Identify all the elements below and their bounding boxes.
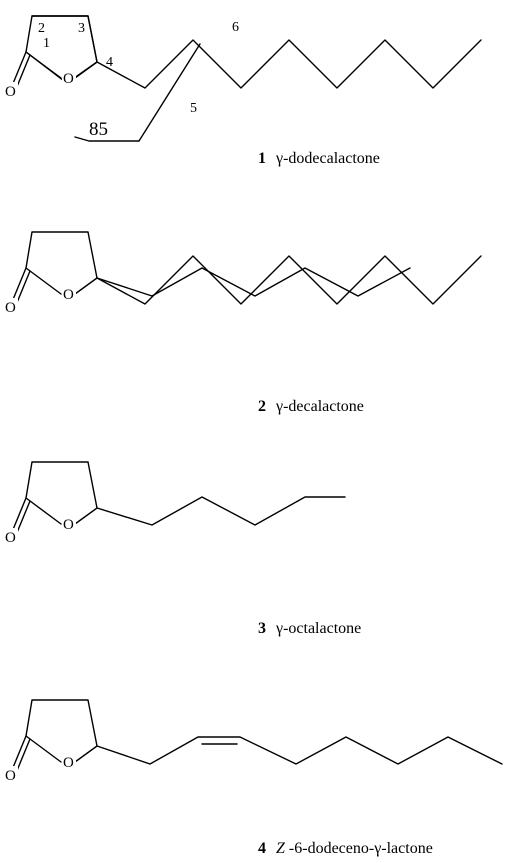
alkyl-chain-visible: [96, 267, 411, 297]
position-1-label: 1: [43, 36, 50, 51]
compound-name: γ-dodecalactone: [275, 150, 380, 167]
ring-bonds: [25, 461, 98, 525]
alkyl-chain: [96, 255, 482, 305]
molecule-4-caption: 4 Z -6-dodeceno-γ-lactone: [258, 840, 433, 857]
position-4-label: 4: [106, 55, 113, 70]
compound-name: -6-dodeceno-γ-lactone: [289, 840, 433, 857]
molecule-3-caption: 3 γ-octalactone: [258, 620, 361, 637]
compound-name: γ-octalactone: [275, 620, 361, 637]
ring-oxygen-label: O: [63, 517, 74, 533]
carbonyl-bond: [11, 497, 27, 533]
position-5-label: 5: [190, 101, 197, 116]
compound-number: 4: [258, 840, 266, 857]
compound-number: 3: [258, 620, 266, 637]
ring-bond: [25, 15, 98, 82]
carbonyl-bond-2: [15, 270, 31, 306]
alkyl-chain: [96, 736, 503, 765]
fragmentation-line: [138, 43, 201, 142]
carbonyl-oxygen-label: O: [5, 768, 16, 784]
ring-oxygen-label: O: [63, 755, 74, 771]
compound-number: 1: [258, 150, 266, 167]
carbonyl-bond-2: [15, 738, 31, 774]
compound-name: γ-decalactone: [275, 398, 364, 415]
position-6-label: 6: [232, 20, 239, 35]
molecule-2: O O 2 γ-decalactone: [4, 231, 482, 415]
ring-oxygen-label: O: [63, 287, 74, 303]
compound-number: 2: [258, 398, 266, 415]
carbonyl-bond: [11, 735, 27, 771]
fragment-mass-label: 85: [89, 119, 108, 140]
carbonyl-bond: [11, 51, 27, 87]
carbonyl-bond: [11, 267, 27, 303]
carbonyl-oxygen-label: O: [5, 300, 16, 316]
position-2-label: 2: [38, 21, 45, 36]
carbonyl-oxygen-label: O: [5, 84, 16, 100]
ring-bonds: [25, 231, 98, 295]
fragment-arrow: [74, 136, 140, 142]
alkyl-chain: [96, 39, 482, 89]
carbonyl-bond-2: [15, 500, 31, 536]
ring-bonds: [25, 699, 98, 763]
compound-name-stereo-prefix: Z: [276, 840, 286, 857]
carbonyl-bond-2: [15, 54, 31, 90]
alkyl-chain: [96, 496, 346, 526]
molecule-2-caption: 2 γ-decalactone: [258, 398, 364, 415]
molecule-1-caption: 1 γ-dodecalactone: [258, 150, 380, 167]
molecule-1: O O 1 2 3 4 5 6 85 1 γ-dodecalactone: [4, 15, 482, 167]
ring-oxygen-label: O: [63, 71, 74, 87]
ring-bonds: [25, 15, 98, 79]
molecule-4: O O 4 Z -6-dodeceno-γ-lactone: [4, 699, 503, 857]
carbonyl-oxygen-label: O: [5, 530, 16, 546]
position-3-label: 3: [78, 21, 85, 36]
molecule-3: O O 3 γ-octalactone: [4, 461, 361, 637]
